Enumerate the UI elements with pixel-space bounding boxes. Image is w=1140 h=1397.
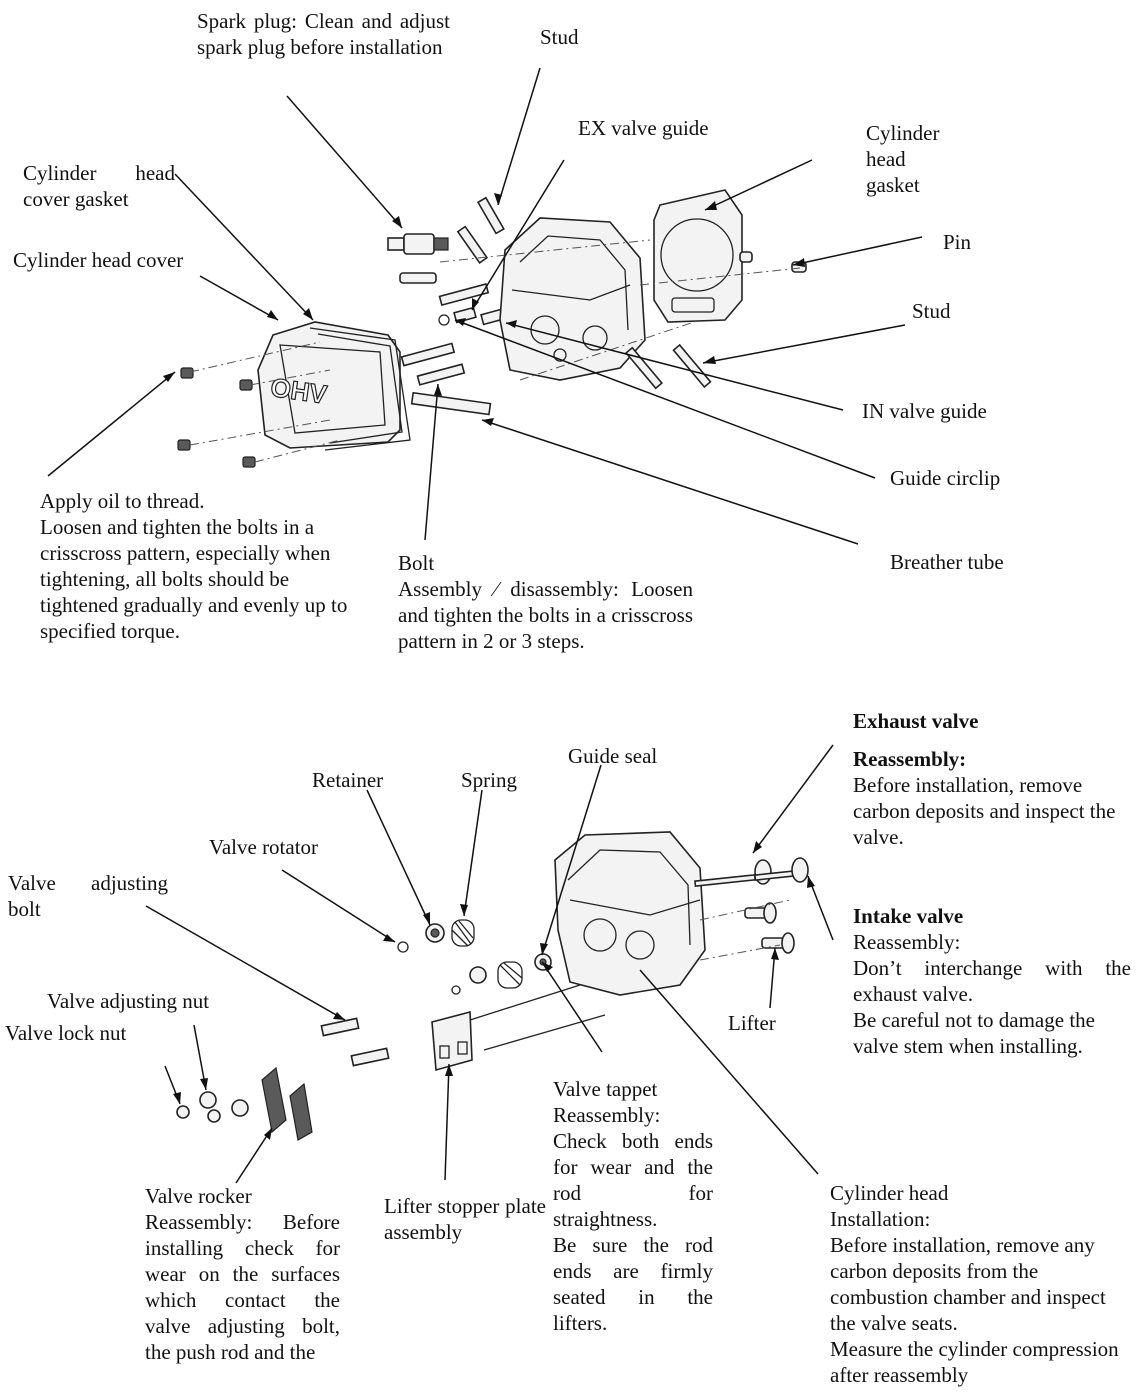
cylinder-head-gasket-part [653,189,743,323]
label-retainer: Retainer [312,768,384,792]
label-guide-circlip: Guide circlip [890,466,1001,490]
leader-lines [47,67,923,1184]
stud-right-1 [625,346,663,390]
label-intake-valve-title: Intake valve [853,904,964,928]
stud-right-2 [672,343,712,389]
lifter-stopper-plate-part [431,1010,473,1072]
arrow-heads [163,193,815,1140]
label-intake-note-2: Be careful not to damage the valve stem … [853,1008,1095,1058]
label-bolt-title: Bolt [398,551,435,575]
cover-bolts [177,367,256,468]
label-guide-seal: Guide seal [568,744,658,768]
label-valve-tappet: Valve tappet Reassembly: Check both ends… [553,1077,713,1335]
valve-rockers [261,1066,313,1141]
cylinder-head-cover-gasket-part [309,327,411,451]
label-bolt-note: Assembly ⁄ disassembly: Loosen and tight… [398,577,693,653]
label-lifter-stopper: Lifter stopper plate assembly [384,1194,546,1244]
studs-top [399,196,505,284]
gasket-dowel [739,251,753,263]
label-cylinder-head-gasket: Cylinder head gasket [866,121,940,197]
push-rods [469,984,606,1051]
spark-plug-part [387,233,449,255]
label-valve-adjusting-nut: Valve adjusting nut [47,989,210,1013]
label-breather-tube: Breather tube [890,550,1004,574]
valve-guides [438,306,504,326]
label-intake-reassembly: Reassembly: [853,930,961,954]
label-intake-note-1: Don’t interchange with the exhaust valve… [853,956,1131,1006]
label-apply-oil-note: Apply oil to thread. Loosen and tighten … [40,489,348,643]
label-cylinder-head-cover: Cylinder head cover [13,248,184,272]
label-stud-top: Stud [540,25,579,49]
cylinder-head-bottom-part [554,831,706,996]
label-valve-rotator: Valve rotator [209,835,319,859]
label-cylinder-head: Cylinder head Installation: Before insta… [830,1181,1119,1387]
label-stud-right: Stud [912,299,951,323]
adjusting-bolts [320,1017,390,1067]
lifters [744,902,795,954]
label-in-valve-guide: IN valve guide [862,399,987,423]
label-cylinder-head-cover-gasket: Cylinder head cover gasket [23,161,175,211]
nuts [176,1091,249,1123]
label-valve-adjusting-bolt: Valve adjusting bolt [8,871,168,921]
cylinder-head-cover-part: OHV [257,321,401,449]
label-spark-plug: Spark plug: Clean and adjust spark plug … [197,9,450,59]
valve-springs [397,919,552,995]
label-pin: Pin [943,230,972,254]
valves [694,857,809,887]
label-valve-rocker: Valve rocker Reassembly: Before installi… [145,1184,340,1364]
label-exhaust-reassembly: Reassembly: [853,747,967,771]
label-lifter: Lifter [728,1011,776,1035]
head-bolts [400,282,490,386]
breather-tube-part [410,391,492,416]
label-ex-valve-guide: EX valve guide [578,116,709,140]
label-exhaust-note: Before installation, remove carbon depos… [853,773,1116,849]
label-exhaust-valve-title: Exhaust valve [853,709,979,733]
label-valve-lock-nut: Valve lock nut [5,1021,127,1045]
label-spring: Spring [461,768,518,792]
